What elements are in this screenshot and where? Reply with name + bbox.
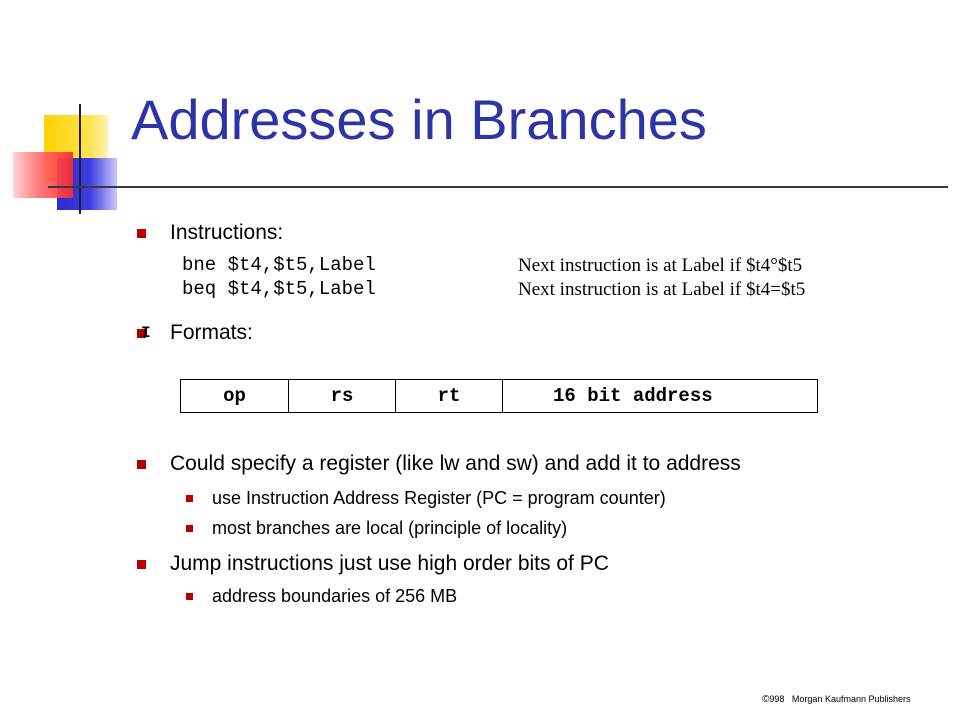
instruction-note: Next instruction is at Label if $t4°$t5: [518, 255, 803, 276]
sub-bullet-boundaries: address boundaries of 256 MB: [212, 586, 458, 606]
sub-bullet-pc: use Instruction Address Register (PC = p…: [212, 488, 666, 508]
footer-year: 998: [769, 694, 785, 704]
format-type-label: I: [141, 324, 151, 342]
instruction-note: Next instruction is at Label if $t4=$t5: [518, 279, 806, 300]
footer-credit: ©998 Morgan Kaufmann Publishers: [762, 694, 911, 705]
bullet-marker: [137, 229, 146, 238]
sub-bullet-locality: most branches are local (principle of lo…: [212, 518, 568, 538]
bullet-marker: [137, 460, 146, 469]
corner-red-block: [13, 152, 73, 198]
bullet-marker: [137, 560, 146, 569]
corner-vertical-line: [79, 104, 81, 214]
bullet-register: Could specify a register (like lw and sw…: [170, 452, 741, 475]
bullet-marker: [137, 329, 146, 338]
instruction-code: beq $t4,$t5,Label: [182, 278, 376, 300]
bullet-jump: Jump instructions just use high order bi…: [170, 552, 609, 575]
title-divider: [48, 186, 948, 188]
instruction-format-table: op rs rt 16 bit address: [180, 379, 818, 413]
copyright-symbol: ©: [762, 694, 770, 705]
format-field-address: 16 bit address: [553, 385, 713, 407]
format-field-rt: rt: [396, 380, 503, 412]
sub-bullet-marker: [186, 525, 193, 532]
sub-bullet-marker: [186, 495, 193, 502]
format-field-op: op: [181, 380, 289, 412]
page-title: Addresses in Branches: [131, 88, 707, 151]
format-field-rs: rs: [289, 380, 396, 412]
bullet-formats: Formats:: [170, 321, 253, 344]
sub-bullet-marker: [186, 593, 193, 600]
bullet-instructions: Instructions:: [170, 221, 284, 244]
footer-publisher: Morgan Kaufmann Publishers: [791, 694, 911, 704]
instruction-code: bne $t4,$t5,Label: [182, 254, 376, 276]
